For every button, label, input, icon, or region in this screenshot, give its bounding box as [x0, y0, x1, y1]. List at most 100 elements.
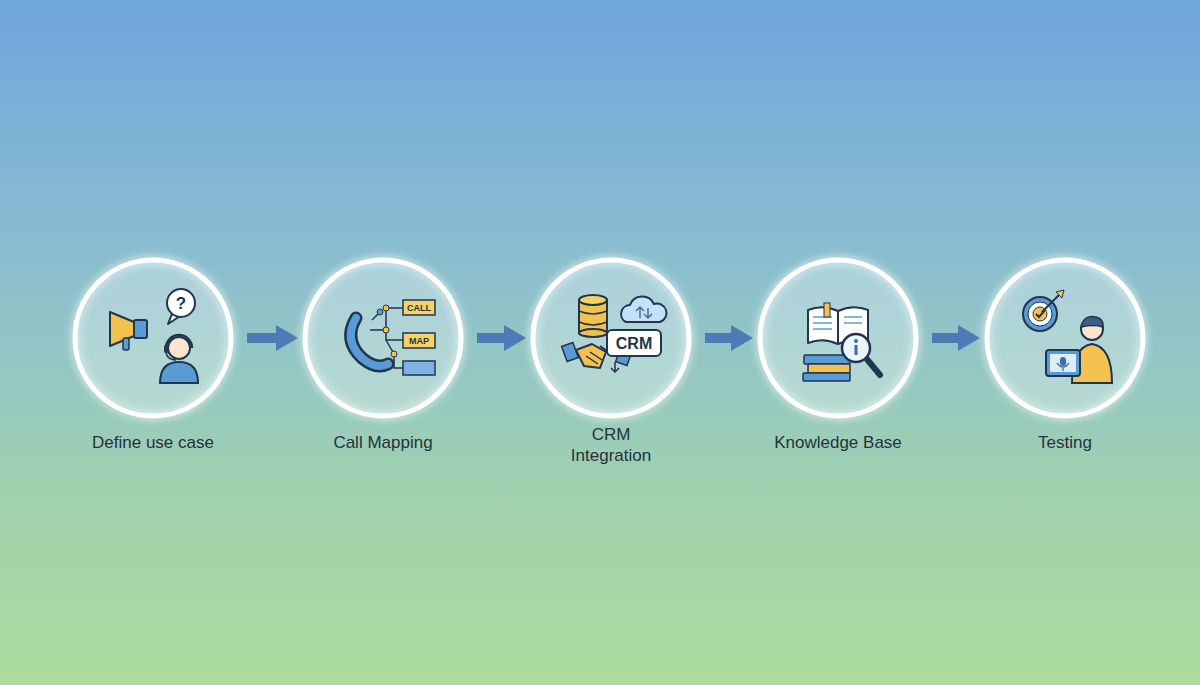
magnifier-icon	[842, 334, 880, 375]
circle-outline	[529, 256, 693, 420]
call-flow-lines	[370, 300, 435, 375]
tablet-icon-part	[1060, 357, 1066, 366]
flow-arrow	[932, 333, 964, 343]
circle-ring	[987, 260, 1143, 416]
open-book-icon-part	[838, 307, 868, 344]
tablet-icon-part	[1057, 363, 1069, 371]
circle-outline	[983, 256, 1147, 420]
agent-icon-part	[160, 362, 198, 383]
crm-badge-part	[607, 330, 661, 356]
call-flow-lines-part	[370, 308, 403, 368]
call-flow-lines-part	[403, 333, 435, 348]
target-icon-part	[1056, 290, 1064, 298]
circle-ring	[305, 260, 461, 416]
call-flow-lines-part	[391, 351, 397, 357]
cloud-icon-part	[621, 296, 666, 322]
flow-arrow	[247, 333, 282, 343]
agent-icon-part	[166, 335, 192, 348]
node-caption: Knowledge Base	[738, 432, 938, 453]
handshake-icon-part	[611, 362, 619, 372]
question-bubble-icon-part	[168, 314, 180, 324]
target-icon	[1023, 290, 1064, 331]
agent-icon	[160, 335, 198, 383]
tester-icon	[1072, 316, 1112, 383]
phone-icon-part	[351, 318, 388, 366]
process-circle: Knowledge Base	[756, 256, 920, 420]
question-bubble-icon-part	[167, 289, 195, 317]
agent-icon-part	[166, 353, 176, 360]
handshake-icon	[562, 342, 633, 372]
target-icon-part	[1023, 297, 1057, 331]
handshake-icon-part	[600, 346, 620, 356]
magnifier-icon-part	[854, 339, 858, 343]
circle-outline	[756, 256, 920, 420]
magnifier-icon-part	[842, 334, 870, 362]
circle-outline	[71, 256, 235, 420]
megaphone-icon	[110, 312, 147, 350]
megaphone-icon-part	[110, 312, 134, 346]
open-book-icon-part	[813, 317, 862, 329]
cloud-icon	[621, 296, 666, 322]
circle-outline	[301, 256, 465, 420]
database-icon-part	[579, 311, 607, 325]
node-caption: Testing	[965, 432, 1165, 453]
book-stack-icon	[803, 355, 850, 381]
tablet-icon-part	[1050, 354, 1076, 372]
node-caption: CRM Integration	[561, 424, 661, 466]
step-label: Knowledge Base	[738, 432, 938, 453]
handshake-icon-part	[586, 352, 602, 364]
database-icon-part	[579, 300, 607, 333]
open-book-icon-part	[808, 307, 838, 344]
step-label: Define use case	[53, 432, 253, 453]
circle-ring	[760, 260, 916, 416]
call-flow-lines-part	[403, 300, 435, 315]
step-label: CRM Integration	[561, 424, 661, 466]
tablet-icon-part	[1046, 350, 1080, 376]
process-circle: CRM Integration	[529, 256, 693, 420]
phone-icon-part	[351, 318, 388, 366]
call-flow-lines-part	[383, 327, 389, 333]
megaphone-icon-part	[134, 320, 147, 338]
open-book-icon-part	[824, 303, 830, 317]
handshake-icon-part	[616, 346, 633, 365]
agent-icon-part	[168, 337, 190, 359]
process-circle: Testing	[983, 256, 1147, 420]
call-flow-lines-part	[377, 309, 383, 315]
megaphone-icon-part	[123, 338, 129, 350]
cloud-icon-part	[636, 307, 652, 318]
handshake-icon-part	[562, 342, 579, 361]
database-icon-part	[579, 295, 607, 305]
tablet-icon	[1046, 350, 1080, 376]
flow-arrow	[705, 333, 737, 343]
step-label: Call Mapping	[283, 432, 483, 453]
flow-arrow	[477, 333, 510, 343]
tester-icon-part	[1072, 344, 1112, 383]
crm-badge	[607, 330, 661, 356]
agent-icon-part	[164, 345, 169, 353]
magnifier-icon-part	[855, 345, 858, 355]
circle-ring	[75, 260, 231, 416]
open-book-icon	[808, 303, 868, 344]
process-circle: Call Mapping	[301, 256, 465, 420]
tester-icon-part	[1081, 318, 1103, 340]
book-stack-icon-part	[803, 373, 850, 381]
node-caption: Call Mapping	[283, 432, 483, 453]
target-icon-part	[1042, 294, 1060, 312]
call-flow-lines-part	[403, 361, 435, 375]
phone-icon	[351, 318, 388, 366]
database-icon	[579, 295, 607, 337]
book-stack-icon-part	[808, 364, 850, 373]
target-icon-part	[1028, 302, 1052, 326]
process-circle: Define use case	[71, 256, 235, 420]
target-icon-part	[1036, 310, 1045, 317]
magnifier-icon-part	[866, 358, 880, 375]
book-stack-icon-part	[804, 355, 850, 364]
database-icon-part	[579, 329, 607, 337]
handshake-icon-part	[576, 344, 606, 368]
step-label: Testing	[965, 432, 1165, 453]
target-icon-part	[1033, 307, 1047, 321]
call-flow-lines-part	[383, 305, 389, 311]
tester-icon-part	[1081, 316, 1103, 327]
